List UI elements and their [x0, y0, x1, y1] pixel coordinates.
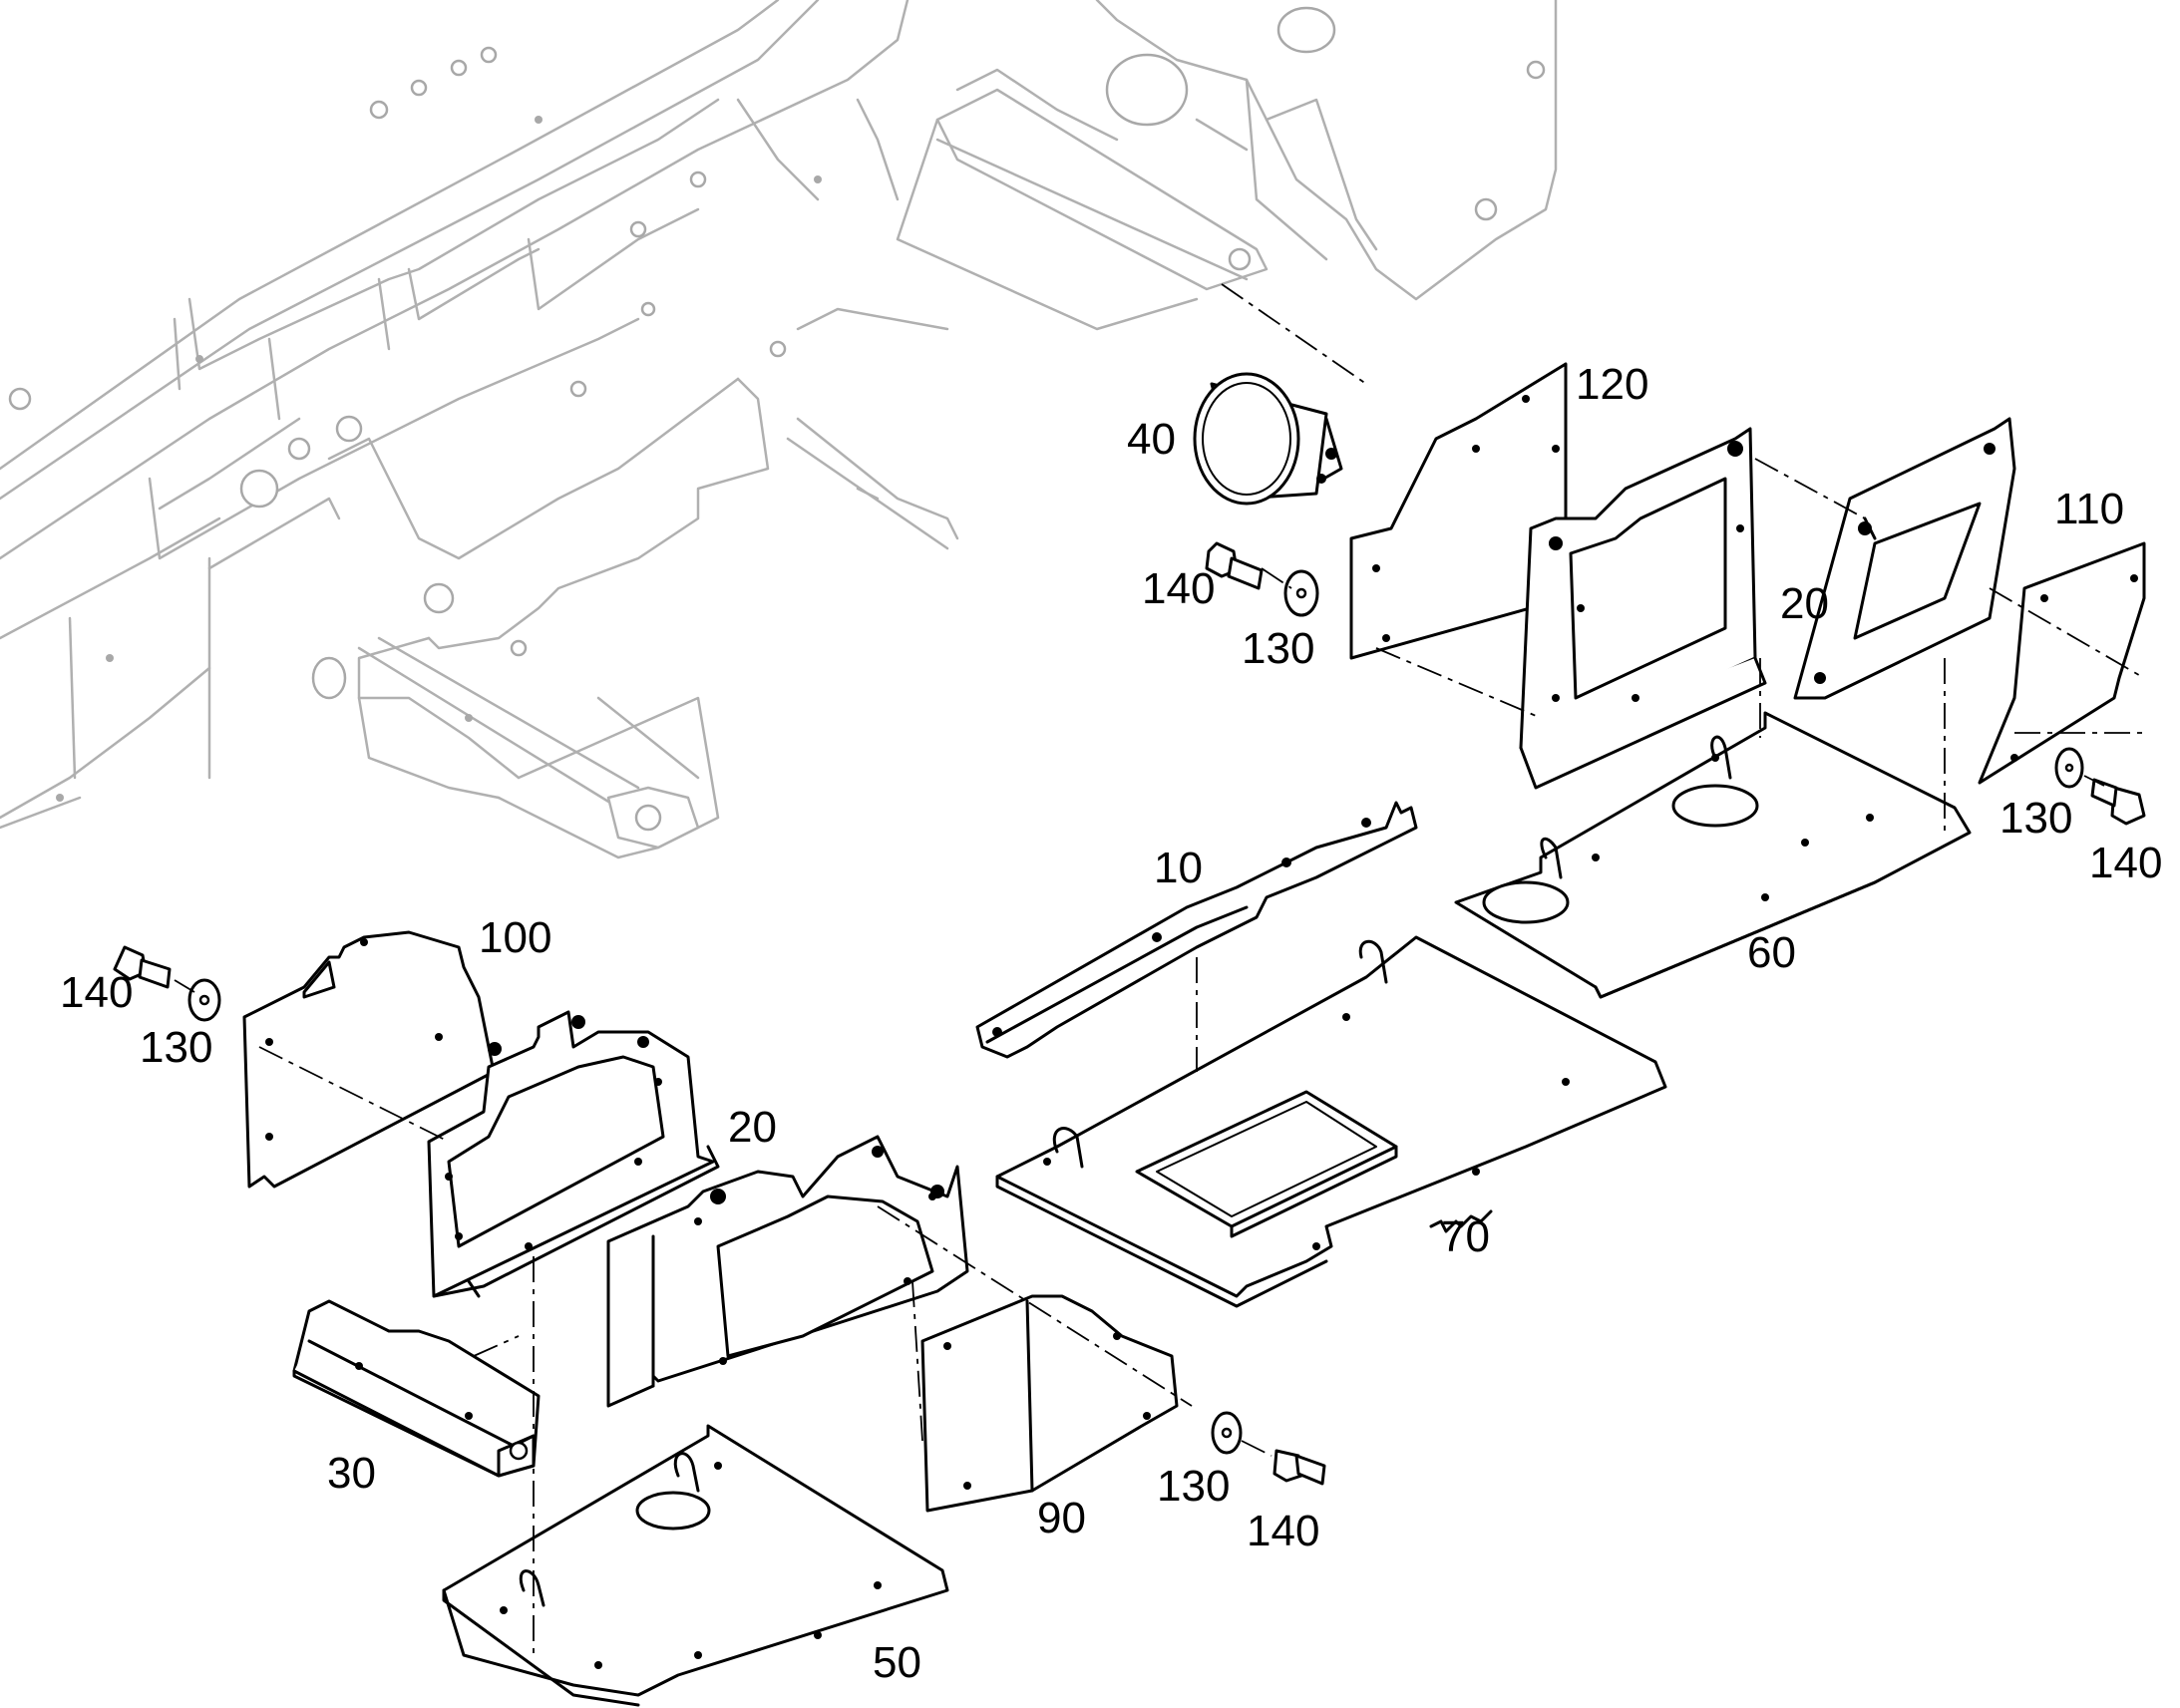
callout-labels: 120 40 140 130 110 20 130 140 10 60 100 …	[60, 360, 2162, 1687]
part-20-left-bracket	[427, 1010, 720, 1298]
callout-20-top: 20	[1780, 579, 1829, 628]
assembly-axis-lines	[174, 283, 2145, 1655]
part-70-floor-plate	[995, 935, 1667, 1308]
callout-130-top: 130	[1242, 624, 1314, 673]
callout-40: 40	[1127, 415, 1176, 464]
part-20-right-bracket	[1793, 417, 2016, 700]
washer-130-bottom	[1211, 1411, 1243, 1455]
chassis-frame	[0, 0, 1558, 859]
washer-130-right	[2054, 747, 2084, 789]
callout-100: 100	[479, 913, 551, 962]
part-20-center-bracket	[606, 1135, 969, 1408]
part-90-side-cover	[920, 1294, 1179, 1513]
callout-10: 10	[1154, 844, 1203, 892]
callout-120: 120	[1576, 360, 1648, 409]
callout-140-bottom: 140	[1247, 1507, 1319, 1555]
bolt-140-top	[1205, 541, 1264, 590]
part-50-floor-plate	[442, 1424, 949, 1707]
callout-130-right: 130	[1999, 794, 2072, 843]
bolt-140-right	[2090, 778, 2146, 826]
callout-50: 50	[873, 1638, 921, 1687]
part-40-cylinder	[1193, 372, 1343, 506]
callout-130-left: 130	[140, 1023, 212, 1072]
part-120-cover-plate	[1349, 362, 1568, 660]
part-110-plate	[1978, 541, 2146, 785]
part-60-floor-plate	[1454, 711, 1972, 999]
callout-130-bottom: 130	[1157, 1462, 1230, 1511]
callout-140-right: 140	[2089, 839, 2162, 887]
part-10-strap	[975, 801, 1418, 1059]
part-100-cover-plate	[242, 930, 496, 1189]
callout-110: 110	[2054, 485, 2124, 533]
bolt-140-left	[113, 945, 172, 989]
callout-70: 70	[1441, 1212, 1490, 1261]
callout-30: 30	[327, 1449, 376, 1498]
callout-140-top: 140	[1142, 564, 1215, 613]
bolt-140-bottom	[1272, 1449, 1326, 1486]
part-20-top-bracket	[1519, 427, 1767, 790]
callout-60: 60	[1747, 928, 1796, 977]
washer-130-top	[1283, 569, 1319, 617]
callout-90: 90	[1037, 1494, 1086, 1542]
washer-130-left	[187, 978, 221, 1022]
callout-20-bottom: 20	[728, 1103, 777, 1152]
callout-140-left: 140	[60, 968, 133, 1017]
